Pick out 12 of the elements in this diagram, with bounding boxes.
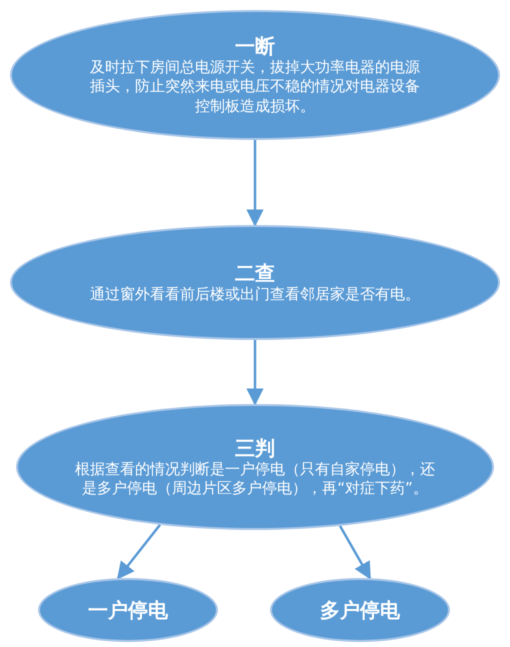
node-title: 一断 [235, 34, 275, 58]
node-description: 及时拉下房间总电源开关，拔掉大功率电器的电源插头，防止突然来电或电压不稳的情况对电器设备控制板造成损坏。 [90, 58, 420, 116]
arrow [246, 340, 264, 406]
node-title: 二查 [235, 260, 275, 285]
node-description: 根据查看的情况判断是一户停电（只有自家停电），还是多户停电（周边片区多户停电），再“对症下药”。 [75, 460, 435, 498]
arrow [116, 524, 161, 580]
node-title: 一户停电 [88, 596, 168, 624]
arrow [338, 525, 372, 580]
node-title: 三判 [235, 436, 275, 460]
node-title: 多户停电 [320, 596, 400, 624]
node-description: 通过窗外看看前后楼或出门查看邻居家是否有电。 [89, 284, 421, 304]
arrow [246, 140, 264, 227]
